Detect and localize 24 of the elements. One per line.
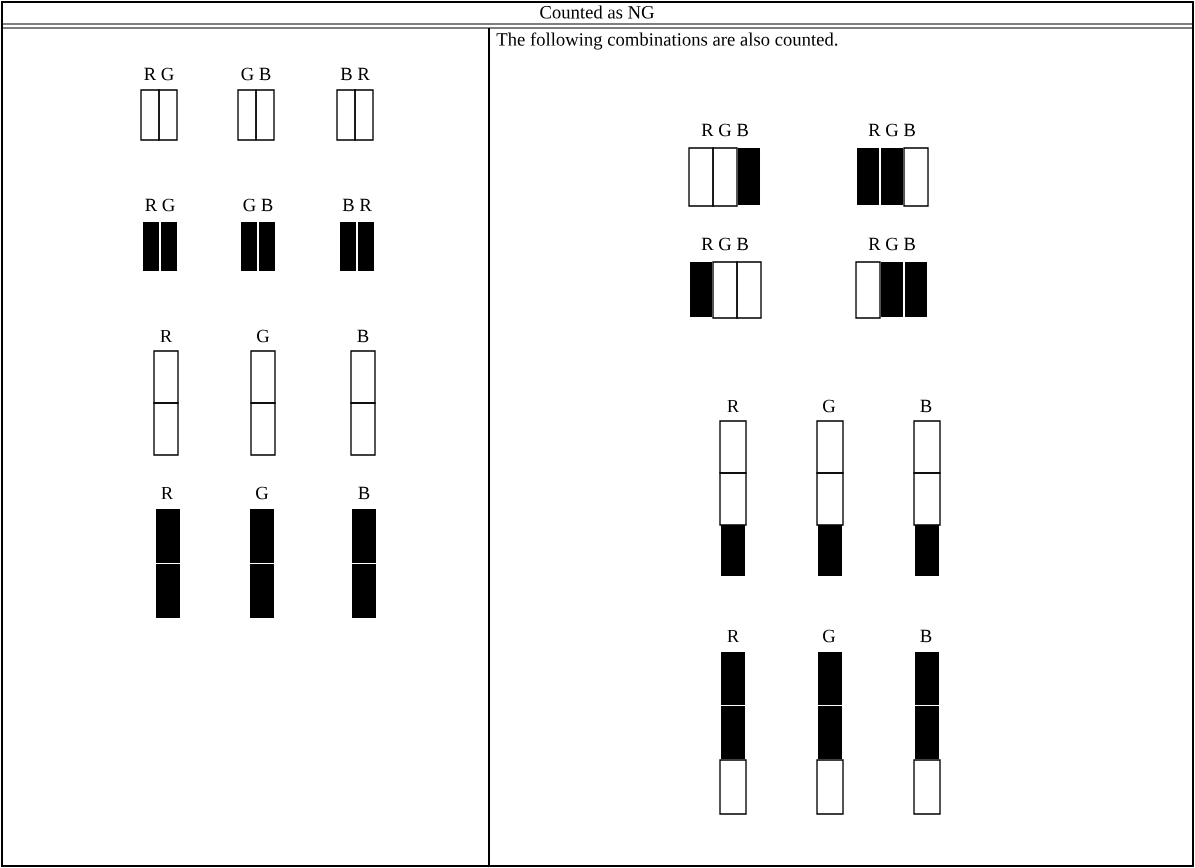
color-letter: B R [340, 67, 370, 81]
color-letter: G [823, 399, 836, 413]
note-text: The following combinations are also counted. [496, 32, 838, 50]
color-letter: R G [144, 67, 174, 81]
color-letter: G B [243, 198, 273, 212]
color-letter: B [358, 486, 370, 500]
color-letter: G [823, 629, 836, 643]
color-letter: G [257, 329, 270, 343]
color-letter: R [161, 486, 174, 500]
color-letter: B [357, 329, 369, 343]
color-letter: G B [241, 67, 271, 81]
color-letter: R [727, 399, 740, 413]
color-letter: R [727, 629, 740, 643]
color-letter: B R [342, 198, 372, 212]
color-letter: R G B [701, 123, 748, 137]
color-letter: R [160, 329, 173, 343]
color-letter: R G [145, 198, 175, 212]
color-letter: B [920, 399, 932, 413]
color-letter: R G B [701, 237, 748, 251]
color-letter: R G B [868, 237, 915, 251]
color-letter: B [920, 629, 932, 643]
color-letter: R G B [868, 123, 915, 137]
header-text: Counted as NG [540, 5, 654, 19]
color-letter: G [256, 486, 269, 500]
